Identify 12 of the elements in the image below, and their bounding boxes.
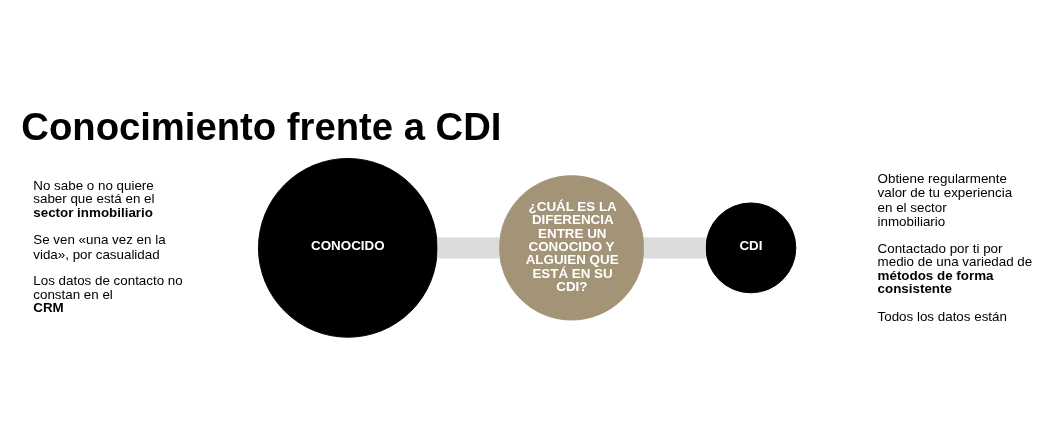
node-circle: CONOCIDO bbox=[257, 157, 438, 338]
connector bbox=[643, 236, 706, 258]
node-label: No sabe o no quiere saber que está en el sector inmobiliario bbox=[33, 177, 155, 219]
node-label: Se ven «una vez en la vida», por casualidad bbox=[33, 231, 166, 262]
node-label: Los datos de contacto no constan en el CRM bbox=[33, 272, 183, 315]
connector bbox=[437, 236, 500, 258]
node-label: Contactado por ti por medio de una variedad de métodos de forma consistente bbox=[877, 240, 1033, 296]
node-label: Todos los datos están bbox=[877, 308, 1007, 324]
node-circle: CDI bbox=[705, 201, 797, 293]
node-label: Obtiene regularmente valor de tu experiencia en el sector inmobiliario bbox=[877, 170, 1013, 229]
diagram-title: Conocimiento frente a CDI bbox=[21, 104, 502, 148]
node-circle: ¿CUÁL ES LA DIFERENCIA ENTRE UN CONOCIDO Y ALGUIEN QUE ESTÁ EN SU CDI? bbox=[498, 174, 645, 321]
